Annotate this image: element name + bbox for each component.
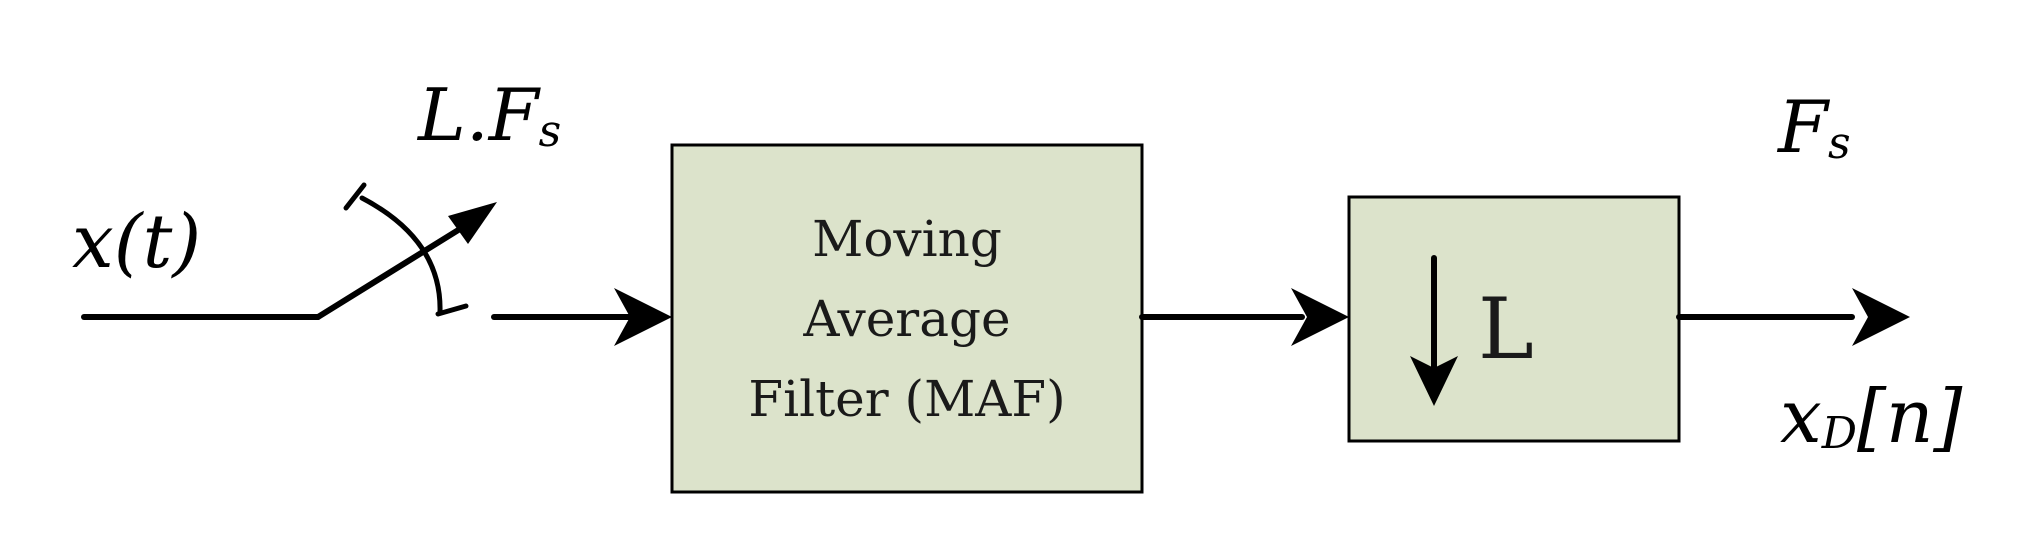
- input-signal-label: x(t): [72, 199, 201, 285]
- switch-to-maf-arrowhead: [614, 288, 672, 346]
- switch-blade: [315, 221, 471, 320]
- switch-arc-tip-top: [343, 182, 367, 211]
- switch-arc-tip-bottom: [435, 303, 469, 317]
- output-signal-label: xD[n]: [1780, 374, 1963, 460]
- decimator-factor-label: L: [1478, 280, 1534, 378]
- down-arrow-icon: [1410, 255, 1458, 406]
- maf-block: [670, 143, 1144, 494]
- sampling-switch: [315, 182, 497, 320]
- switch-blade-arrowhead: [448, 202, 497, 244]
- output-arrowhead: [1852, 288, 1910, 346]
- switch-rotation-arc: [359, 195, 443, 315]
- output-rate-label: Fs: [1776, 85, 1851, 169]
- maf-label-line-2: Average: [802, 290, 1010, 348]
- decimator-block: [1347, 195, 1681, 443]
- maf-label-line-1: Moving: [812, 210, 1002, 268]
- maf-label-line-3: Filter (MAF): [748, 370, 1065, 428]
- sampling-rate-label: L.Fs: [416, 73, 561, 157]
- maf-to-decimator-arrowhead: [1291, 288, 1349, 346]
